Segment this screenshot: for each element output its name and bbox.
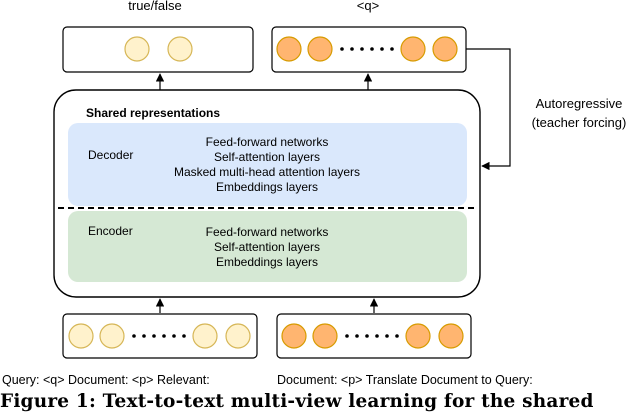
encoder-layer-3: Embeddings layers xyxy=(216,255,318,269)
autoregressive-arrow xyxy=(466,48,511,171)
shared-title: Shared representations xyxy=(86,106,220,120)
output-token xyxy=(167,36,193,62)
output-token xyxy=(400,36,426,62)
input-token xyxy=(192,323,218,349)
ellipsis-dot xyxy=(385,334,389,338)
input-tokens-left xyxy=(68,323,251,349)
encoder-region xyxy=(68,211,467,282)
decoder-region xyxy=(68,123,467,206)
encoder-layer-1: Feed-forward networks xyxy=(206,225,329,239)
ellipsis-dot xyxy=(370,47,374,51)
ellipsis-dot xyxy=(395,334,399,338)
ellipsis-dot xyxy=(360,47,364,51)
bottom-right-label: Document: <p> Translate Document to Quer… xyxy=(277,373,533,387)
input-token xyxy=(281,323,307,349)
encoder-label: Encoder xyxy=(88,224,133,238)
ellipsis-dot xyxy=(390,47,394,51)
input-token xyxy=(438,323,464,349)
input-token xyxy=(225,323,251,349)
output-tokens-right xyxy=(276,36,458,62)
teacher-forcing-label: (teacher forcing) xyxy=(532,115,627,130)
output-tokens-left xyxy=(124,36,193,62)
decoder-label: Decoder xyxy=(88,148,133,162)
ellipsis-dot xyxy=(365,334,369,338)
input-token xyxy=(312,323,338,349)
ellipsis-dot xyxy=(375,334,379,338)
ellipsis-dot xyxy=(350,47,354,51)
output-token xyxy=(276,36,302,62)
input-token xyxy=(405,323,431,349)
output-token xyxy=(307,36,333,62)
ellipsis-dot xyxy=(142,334,146,338)
ellipsis-dot xyxy=(162,334,166,338)
ellipsis-dot xyxy=(345,334,349,338)
output-token xyxy=(432,36,458,62)
autoregressive-label: Autoregressive xyxy=(536,96,623,111)
input-tokens-right xyxy=(281,323,464,349)
decoder-layer-2: Self-attention layers xyxy=(214,150,320,164)
decoder-layer-3: Masked multi-head attention layers xyxy=(174,165,360,179)
ellipsis-dot xyxy=(380,47,384,51)
input-token xyxy=(99,323,125,349)
ellipsis-dot xyxy=(355,334,359,338)
output-box-left xyxy=(62,26,254,73)
ellipsis-dot xyxy=(182,334,186,338)
bottom-left-label: Query: <q> Document: <p> Relevant: xyxy=(2,373,210,387)
input-token xyxy=(68,323,94,349)
ellipsis-dot xyxy=(340,47,344,51)
ellipsis-dot xyxy=(172,334,176,338)
figure-caption: Figure 1: Text-to-text multi-view learni… xyxy=(0,391,594,412)
encoder-layer-2: Self-attention layers xyxy=(214,240,320,254)
decoder-layer-1: Feed-forward networks xyxy=(206,135,329,149)
output-token xyxy=(124,36,150,62)
decoder-layer-4: Embeddings layers xyxy=(216,180,318,194)
side-label-bg xyxy=(522,94,638,134)
top-right-label: <q> xyxy=(357,0,379,13)
ellipsis-dot xyxy=(132,334,136,338)
ellipsis-dot xyxy=(152,334,156,338)
top-left-label: true/false xyxy=(128,0,181,13)
